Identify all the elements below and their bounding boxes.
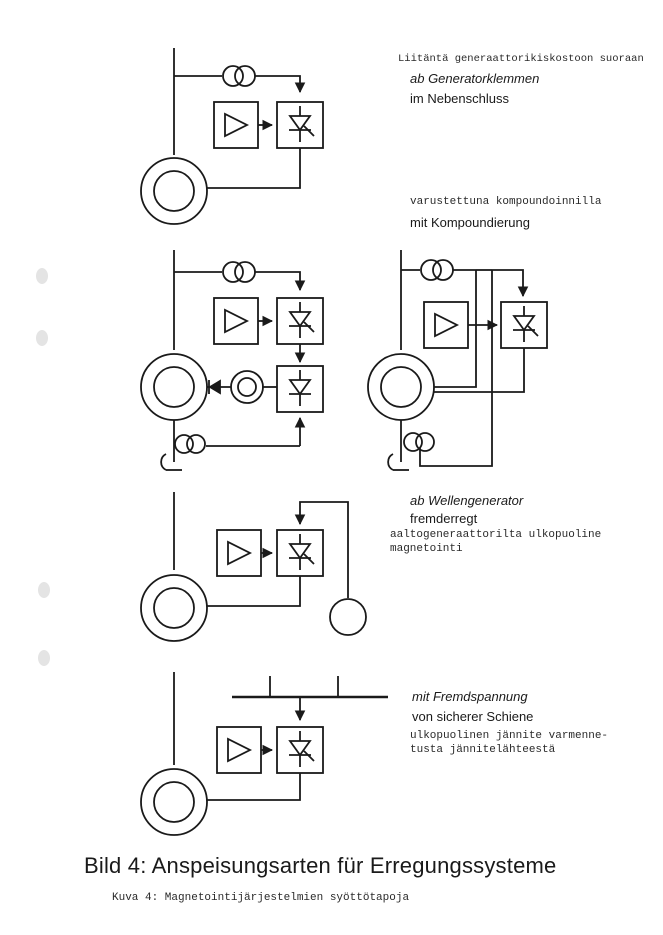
figure-title: Bild 4: Anspeisungsarten für Erregungssy… <box>84 853 557 878</box>
punch-hole <box>36 268 48 284</box>
ground-icon <box>387 420 409 471</box>
scheme-2-compound-left <box>140 250 324 471</box>
amplifier-icon <box>227 540 253 566</box>
generator-icon <box>140 768 208 836</box>
generator-icon <box>367 353 435 421</box>
current-transformer-icon <box>222 261 256 283</box>
ground-icon <box>160 420 182 471</box>
current-transformer-icon <box>174 434 206 454</box>
section-3-de-label-1: ab Wellengenerator <box>410 493 524 508</box>
thyristor-icon <box>288 106 315 142</box>
figure-caption: Kuva 4: Magnetointijärjestelmien syöttöt… <box>112 892 410 904</box>
thyristor-icon <box>288 534 315 570</box>
section-2-fi-label: varustettuna kompoundoinnilla <box>410 196 602 208</box>
current-transformer-icon <box>222 65 256 87</box>
section-3-fi-label-1: aaltogeneraattorilta ulkopuoline <box>390 529 602 541</box>
thyristor-icon <box>512 306 539 342</box>
punch-hole <box>36 330 48 346</box>
thyristor-icon <box>288 302 315 338</box>
current-transformer-icon <box>420 259 454 281</box>
section-2-de-label: mit Kompoundierung <box>410 215 530 230</box>
amplifier-box <box>213 101 259 149</box>
amplifier-icon <box>224 308 250 334</box>
section-1-fi-label: Liitäntä generaattorikiskostoon suoraan <box>398 53 644 65</box>
generator-icon <box>140 157 208 225</box>
exciter-icon <box>230 370 264 404</box>
punch-hole <box>38 650 50 666</box>
amplifier-icon <box>434 312 460 338</box>
scheme-1-shunt <box>140 48 324 225</box>
section-1-de-label-2: im Nebenschluss <box>410 91 509 106</box>
generator-icon <box>140 574 208 642</box>
diode-icon <box>208 379 221 395</box>
shaft-generator-icon <box>329 598 367 636</box>
section-4-fi-label-1: ulkopuolinen jännite varmenne- <box>410 730 609 742</box>
diode-bridge-icon <box>288 370 312 406</box>
section-4-de-label-2: von sicherer Schiene <box>412 709 534 724</box>
section-4-de-label-1: mit Fremdspannung <box>412 689 528 704</box>
current-transformer-icon <box>403 432 435 452</box>
section-3-fi-label-2: magnetointi <box>390 543 463 555</box>
generator-icon <box>140 353 208 421</box>
scheme-2-compound-right <box>367 250 548 471</box>
amplifier-icon <box>224 112 250 138</box>
scheme-3-shaft-generator <box>140 492 367 642</box>
amplifier-icon <box>227 737 253 763</box>
section-3-de-label-2: fremderregt <box>410 511 478 526</box>
section-1-de-label-1: ab Generatorklemmen <box>410 71 540 86</box>
section-4-fi-label-2: tusta jännitelähteestä <box>410 744 556 756</box>
scheme-4-external-supply <box>140 672 388 836</box>
punch-hole <box>38 582 50 598</box>
thyristor-icon <box>288 731 315 767</box>
